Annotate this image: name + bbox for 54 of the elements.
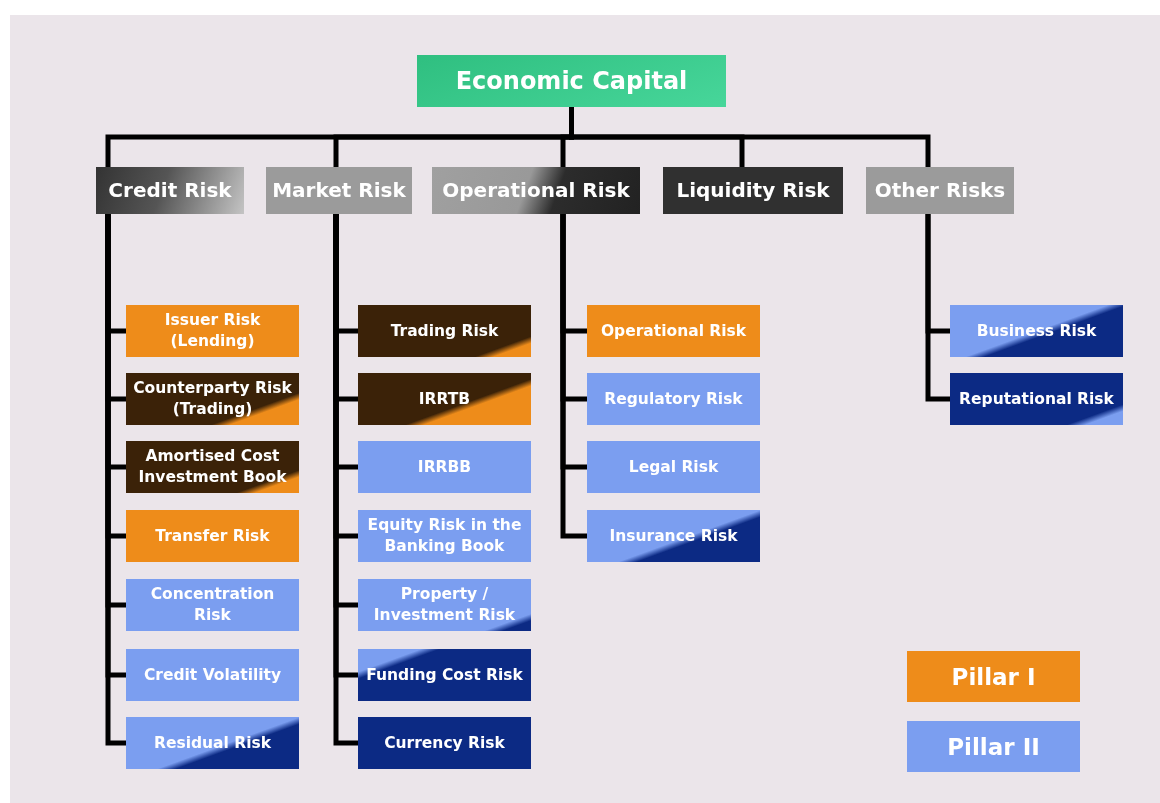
category-box — [663, 167, 843, 214]
node-label: Operational Risk — [599, 320, 748, 342]
risk-box — [950, 305, 1123, 357]
node-label: Credit Risk — [108, 177, 232, 204]
risk-box — [358, 305, 531, 357]
node-label: Counterparty Risk (Trading) — [132, 378, 293, 420]
risk-box — [126, 373, 299, 425]
risk-box — [126, 441, 299, 493]
risk-box — [358, 441, 531, 493]
node-label: Concentration Risk — [149, 584, 276, 626]
node-label: Trading Risk — [389, 320, 500, 342]
risk-box — [126, 717, 299, 769]
risk-box — [126, 579, 299, 631]
node-label: Regulatory Risk — [603, 388, 744, 410]
risk-box — [358, 373, 531, 425]
risk-box — [358, 510, 531, 562]
risk-box — [126, 510, 299, 562]
connector-line — [925, 214, 950, 402]
legend-label: Pillar I — [951, 663, 1036, 690]
node-label: Amortised Cost Investment Book — [137, 446, 288, 488]
node-label: Market Risk — [272, 177, 406, 204]
category-box — [266, 167, 412, 214]
risk-box — [587, 305, 760, 357]
risk-box — [126, 649, 299, 701]
node-label: Reputational Risk — [958, 388, 1115, 410]
risk-box — [358, 579, 531, 631]
node-label: Currency Risk — [383, 732, 506, 754]
node-label: Residual Risk — [152, 732, 273, 754]
category-box — [96, 167, 244, 214]
node-label: Transfer Risk — [154, 525, 271, 547]
node-label: IRRTB — [417, 388, 472, 410]
node-label: IRRBB — [416, 456, 473, 478]
category-box — [866, 167, 1014, 214]
node-label: Other Risks — [874, 177, 1006, 204]
risk-box — [358, 717, 531, 769]
node-label: Funding Cost Risk — [365, 664, 524, 686]
connector-line — [560, 214, 587, 539]
risk-box — [358, 649, 531, 701]
node-label: Liquidity Risk — [676, 177, 830, 204]
node-label: Property / Investment Risk — [372, 584, 517, 626]
risk-box — [587, 373, 760, 425]
node-label: Legal Risk — [627, 456, 720, 478]
node-label: Credit Volatility — [142, 664, 283, 686]
node-label: Issuer Risk (Lending) — [163, 310, 262, 352]
risk-box — [126, 305, 299, 357]
risk-box — [950, 373, 1123, 425]
node-label: Economic Capital — [455, 65, 688, 97]
risk-box — [587, 441, 760, 493]
node-label: Insurance Risk — [608, 525, 739, 547]
node-label: Business Risk — [975, 320, 1098, 342]
node-label: Equity Risk in the Banking Book — [366, 515, 523, 557]
legend-label: Pillar II — [947, 733, 1040, 760]
root-box — [417, 55, 726, 107]
risk-box — [587, 510, 760, 562]
